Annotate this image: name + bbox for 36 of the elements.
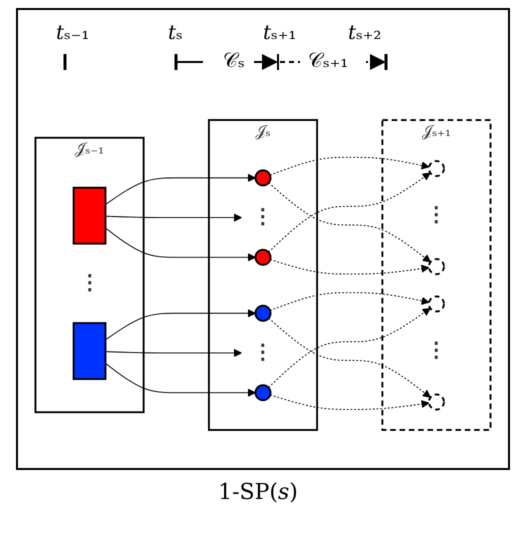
time-point-label: 𝑡ₛ₊₂: [348, 20, 382, 44]
interval-label: 𝒞ₛ: [223, 48, 245, 72]
node-circle: [254, 304, 272, 322]
arrow: [270, 394, 430, 410]
node-circle: [254, 384, 272, 402]
arrow: [105, 213, 242, 222]
arrow: [268, 182, 431, 262]
node-circle: [428, 160, 445, 178]
node-circle: [254, 169, 272, 186]
node-box: [72, 322, 106, 380]
node-text: ⋮: [426, 338, 447, 363]
arrow: [270, 259, 430, 275]
time-point-label: 𝑡ₛ₊₁: [263, 20, 296, 44]
node-text: ⋮: [252, 205, 274, 230]
node-text: ⋮: [426, 203, 447, 228]
arrow: [105, 227, 256, 262]
node-circle: [428, 258, 445, 276]
node-circle: [428, 394, 445, 410]
arrow: [105, 348, 242, 358]
arrow: [105, 362, 256, 397]
arrow: [268, 318, 431, 398]
interval-label: 𝒞ₛ₊₁: [308, 48, 348, 72]
node-text: ⋮: [79, 270, 100, 296]
arrow: [105, 309, 256, 340]
arrow: [270, 292, 430, 312]
arrow: [268, 308, 431, 388]
arrow: [105, 174, 256, 206]
node-box: [72, 186, 106, 245]
arrow: [270, 156, 430, 176]
node-circle: [428, 295, 445, 312]
node-circle: [254, 248, 272, 266]
arrow: [268, 172, 431, 253]
node-text: ⋮: [252, 340, 274, 365]
time-point-label: 𝑡ₛ: [168, 20, 183, 44]
caption: 1-SP(𝑠): [218, 480, 298, 505]
time-point-label: 𝑡ₛ₋₁: [56, 20, 90, 44]
